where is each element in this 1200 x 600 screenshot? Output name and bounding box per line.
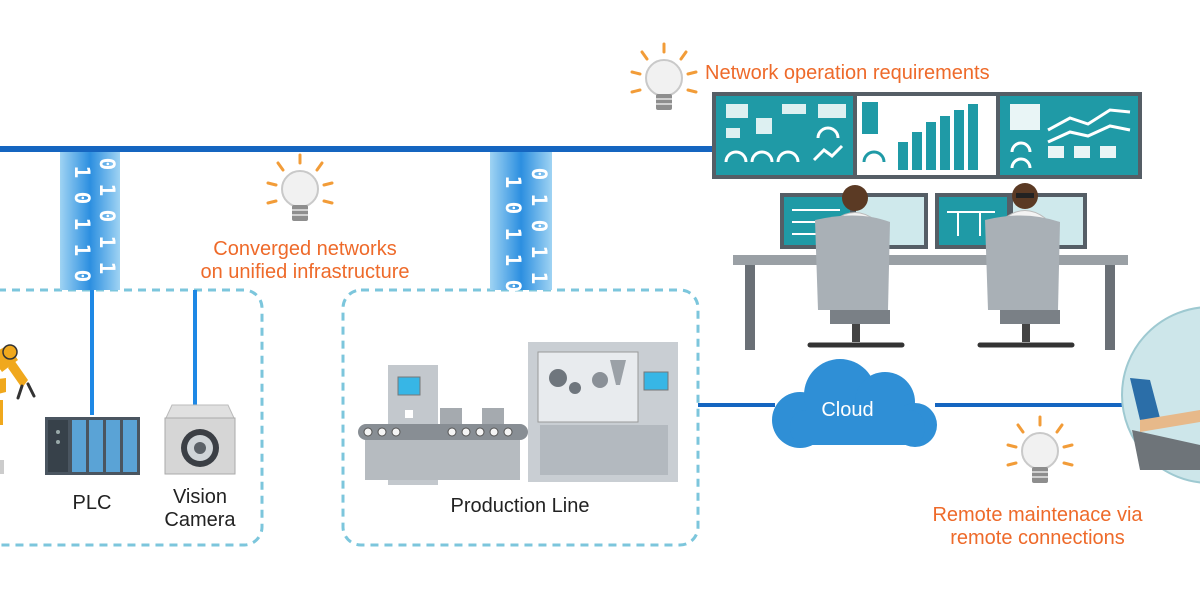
binary-digit: 1 [95,236,119,249]
plc-icon [45,417,140,475]
binary-digit: 1 [501,176,525,189]
overhead-monitor-wall [712,92,1142,179]
device-zone-box [0,288,264,547]
binary-digit: 1 [501,228,525,241]
binary-digit: 1 [527,194,551,207]
vision-camera-label: Vision Camera [164,486,236,531]
remote-maintenance-label: Remote maintenace via remote connections [932,504,1143,549]
operator-desk [733,193,1128,350]
production-machine-icon [358,342,678,485]
binary-digit: 0 [95,158,119,171]
remote-maintenance-icon [1121,306,1200,484]
cloud-icon [772,359,937,448]
plc-label: PLC [72,492,112,514]
lightbulb-icon [1006,415,1074,483]
operator-icon [807,185,905,348]
laptop-icon [1130,378,1160,420]
binary-digit: 0 [501,280,525,293]
binary-digit: 1 [70,218,94,231]
operator-icon [977,183,1075,348]
binary-digit: 0 [70,192,94,205]
binary-digit: 1 [501,254,525,267]
robot-arm-icon [0,344,36,474]
binary-digit: 0 [527,220,551,233]
binary-digit: 1 [70,166,94,179]
binary-digit: 1 [527,272,551,285]
network-operation-label: Network operation requirements [705,62,990,84]
binary-digit: 1 [95,184,119,197]
vision-camera-icon [164,404,236,475]
binary-digit: 1 [527,246,551,259]
converged-networks-label: Converged networks on unified infrastruc… [200,238,410,283]
binary-digit: 0 [501,202,525,215]
binary-digit: 0 [95,210,119,223]
lightbulb-icon [266,153,334,221]
binary-digit: 0 [527,168,551,181]
binary-digit: 1 [70,244,94,257]
lightbulb-icon [630,42,698,110]
cloud-label: Cloud [821,399,874,421]
binary-digit: 0 [70,270,94,283]
production-line-label: Production Line [450,495,590,517]
binary-digit: 1 [95,262,119,275]
